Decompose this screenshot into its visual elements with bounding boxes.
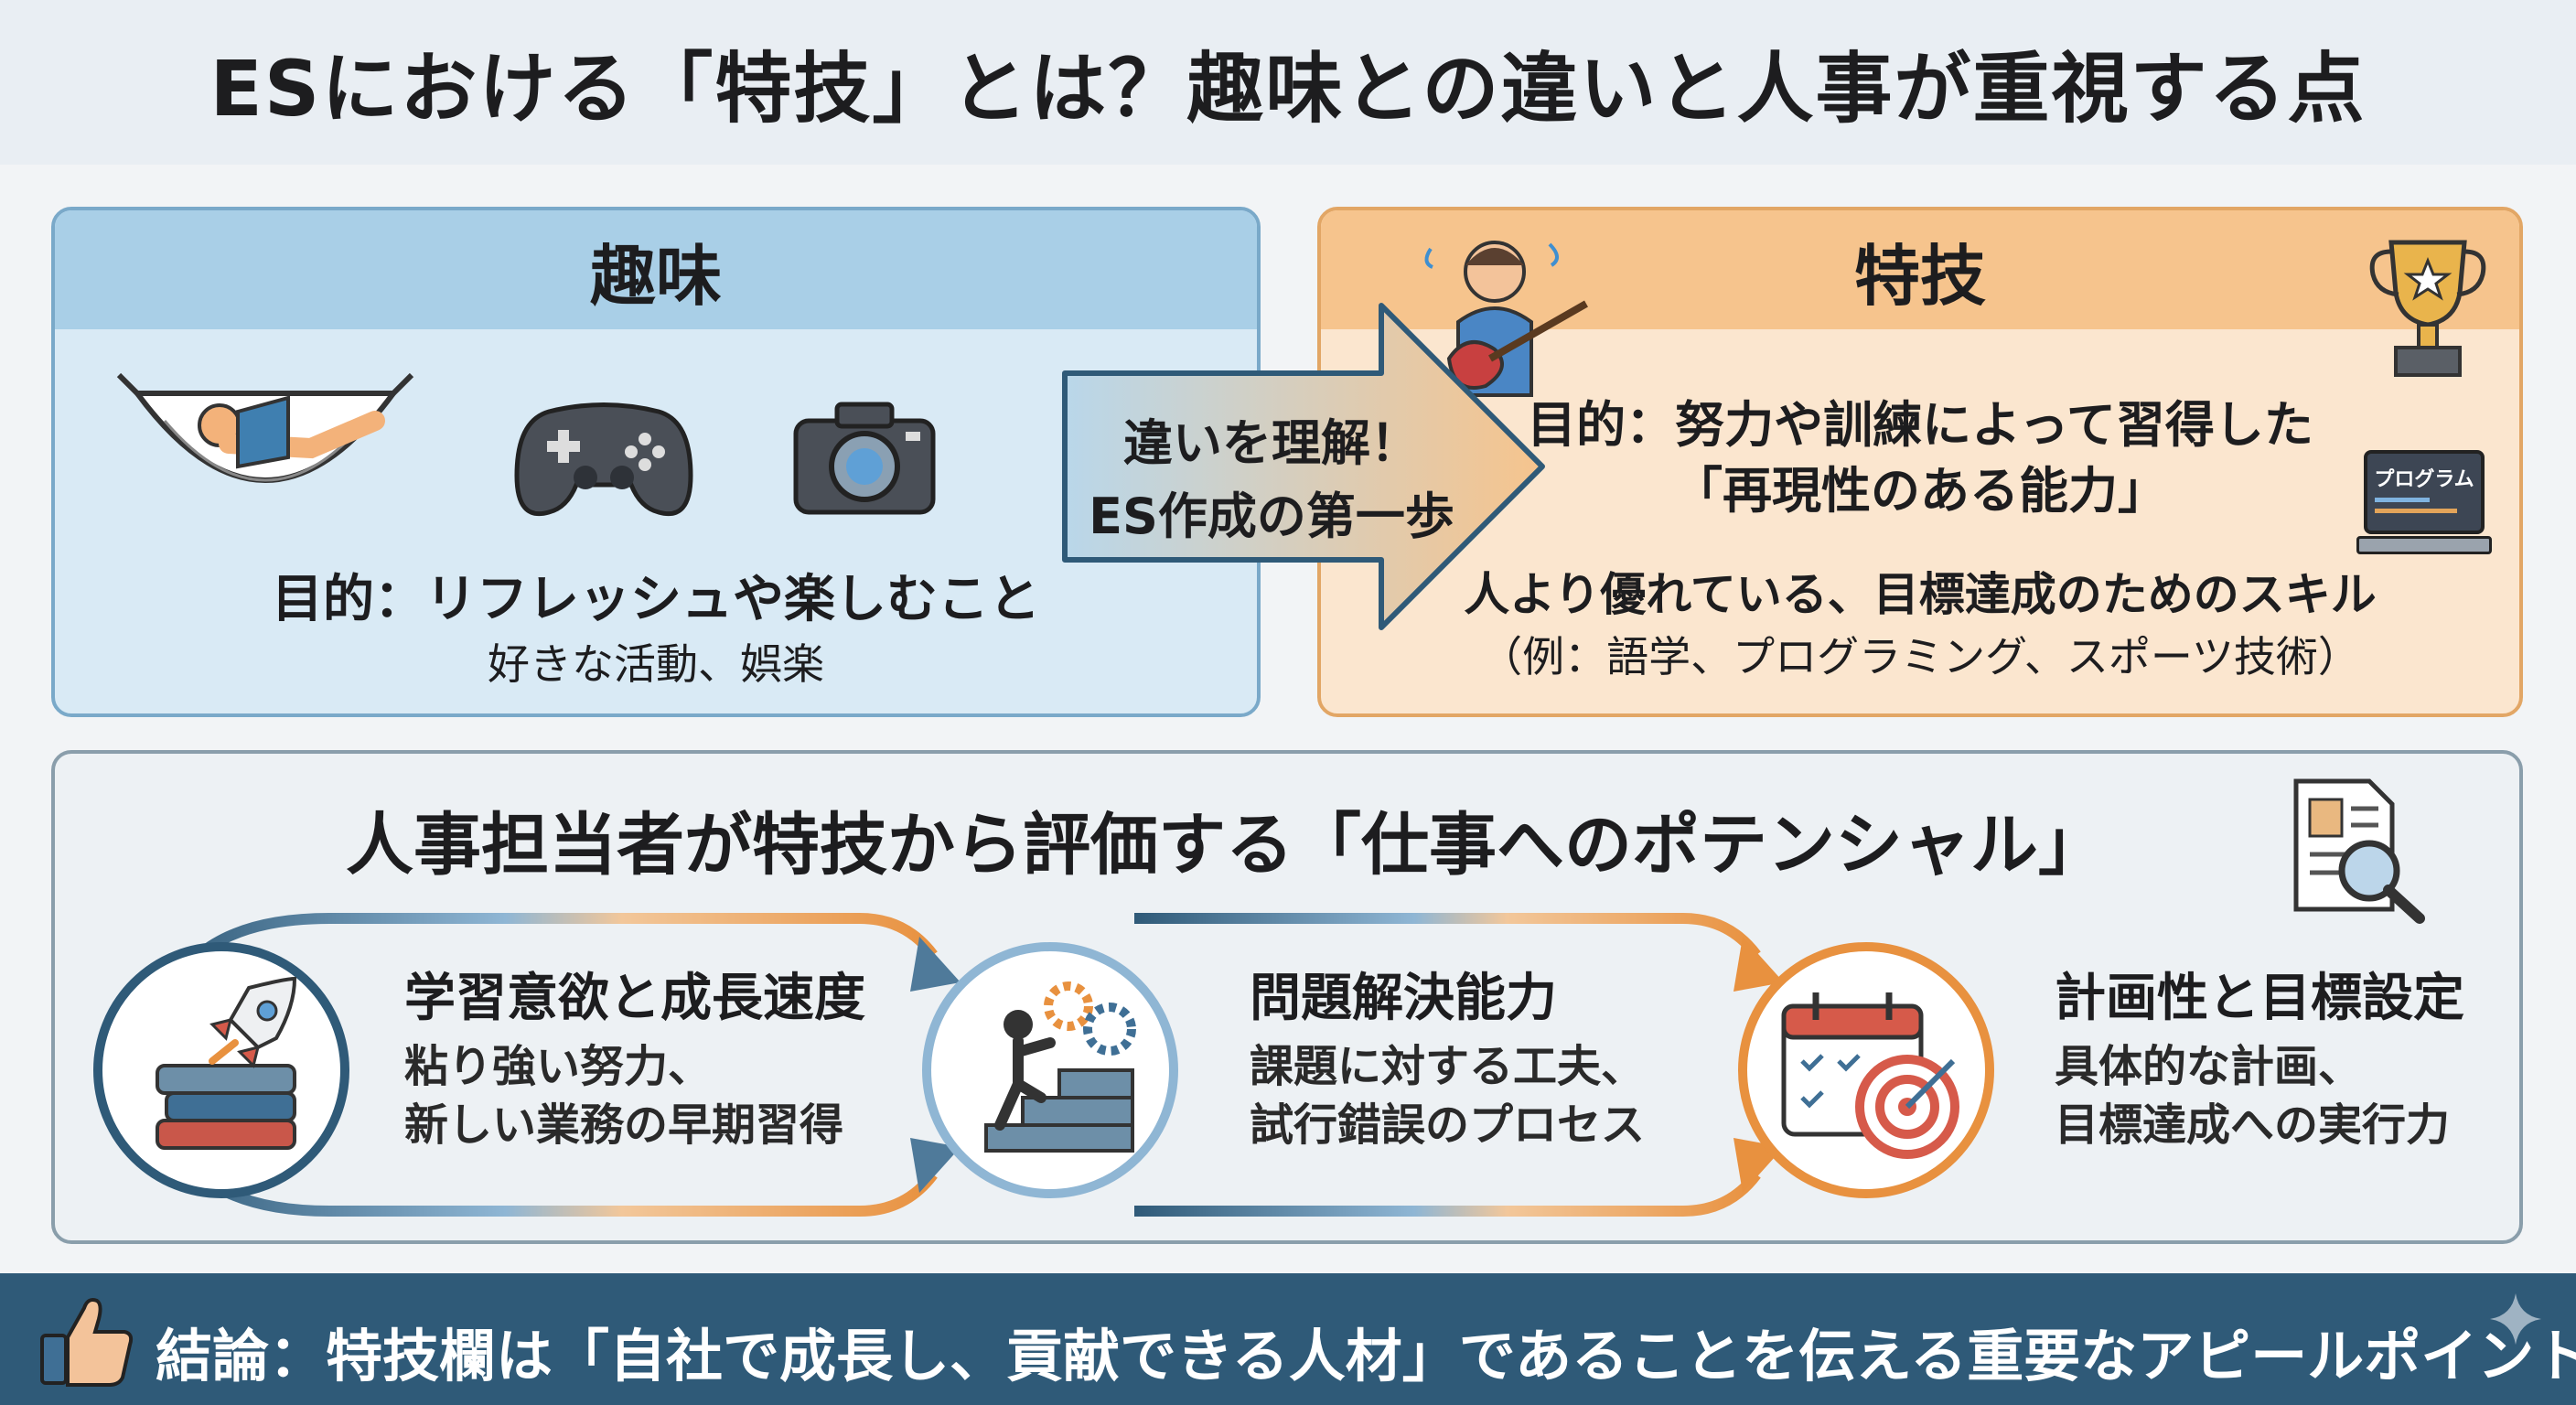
item3-desc-line1: 具体的な計画、: [2055, 1041, 2363, 1092]
arrow-text-line2: ES作成の第一歩: [1089, 488, 1454, 545]
skill-description-line1: 人より優れている、目標達成のためのスキル: [1464, 568, 2377, 621]
item2-desc-line1: 課題に対する工夫、: [1250, 1041, 1646, 1092]
comparison-arrow: [1062, 303, 1545, 630]
trophy-icon: [2369, 240, 2486, 377]
climbing-gears-icon: [984, 981, 1136, 1153]
hobby-panel: 趣味 目的：リフレッシュや楽しむこと 好きな活動、娯楽: [51, 207, 1261, 717]
item2-desc-line2: 試行錯誤のプロセス: [1250, 1099, 1646, 1151]
item3-desc-line2: 目標達成への実行力: [2055, 1099, 2451, 1151]
conclusion-bar: 結論：特技欄は「自社で成長し、貢献できる人材」であることを伝える重要なアピールポ…: [0, 1273, 2576, 1405]
hobby-purpose: 目的：リフレッシュや楽しむこと: [272, 570, 1040, 629]
potential-heading: 人事担当者が特技から評価する「仕事へのポテンシャル」: [346, 806, 2106, 885]
game-controller-icon: [514, 402, 693, 516]
item1-desc-line1: 粘り強い努力、: [404, 1041, 713, 1092]
camera-icon: [793, 402, 936, 515]
skill-purpose-line1: 目的：努力や訓練によって習得した: [1527, 396, 2313, 454]
item1-desc-line2: 新しい業務の早期習得: [404, 1099, 844, 1151]
calendar-target-icon: [1781, 992, 1959, 1159]
learning-circle: [93, 942, 349, 1198]
item1-title: 学習意欲と成長速度: [404, 969, 865, 1028]
potential-panel: 人事担当者が特技から評価する「仕事へのポテンシャル」: [51, 750, 2523, 1244]
skill-description-line2: （例：語学、プログラミング、スポーツ技術）: [1480, 632, 2360, 681]
item3-title: 計画性と目標設定: [2055, 969, 2464, 1028]
hobby-header: 趣味: [55, 210, 1257, 329]
hobby-examples: 好きな活動、娯楽: [488, 639, 824, 689]
laptop-icon: プログラム: [2356, 450, 2492, 562]
arrow-text-line1: 違いを理解！: [1123, 414, 1420, 472]
guitarist-icon: [1424, 241, 1588, 397]
problem-solving-circle: [922, 942, 1178, 1198]
page-title: ESにおける「特技」とは？趣味との違いと人事が重視する点: [209, 43, 2367, 134]
planning-circle: [1738, 942, 1994, 1198]
skill-purpose-line2: 「再現性のある能力」: [1673, 462, 2167, 520]
rocket-books-icon: [156, 976, 297, 1150]
laptop-label: プログラム: [2374, 468, 2474, 491]
sparkle-icon: [2490, 1293, 2541, 1345]
conclusion-text: 結論：特技欄は「自社で成長し、貢献できる人材」であることを伝える重要なアピールポ…: [156, 1323, 2576, 1389]
hobby-heading: 趣味: [589, 237, 722, 315]
skill-heading: 特技: [1853, 237, 1986, 315]
thumbs-up-icon: [40, 1298, 134, 1387]
hammock-reading-icon: [116, 372, 414, 483]
title-bar: ESにおける「特技」とは？趣味との違いと人事が重視する点: [0, 0, 2576, 165]
item2-title: 問題解決能力: [1250, 969, 1557, 1028]
resume-search-icon: [2293, 778, 2425, 924]
